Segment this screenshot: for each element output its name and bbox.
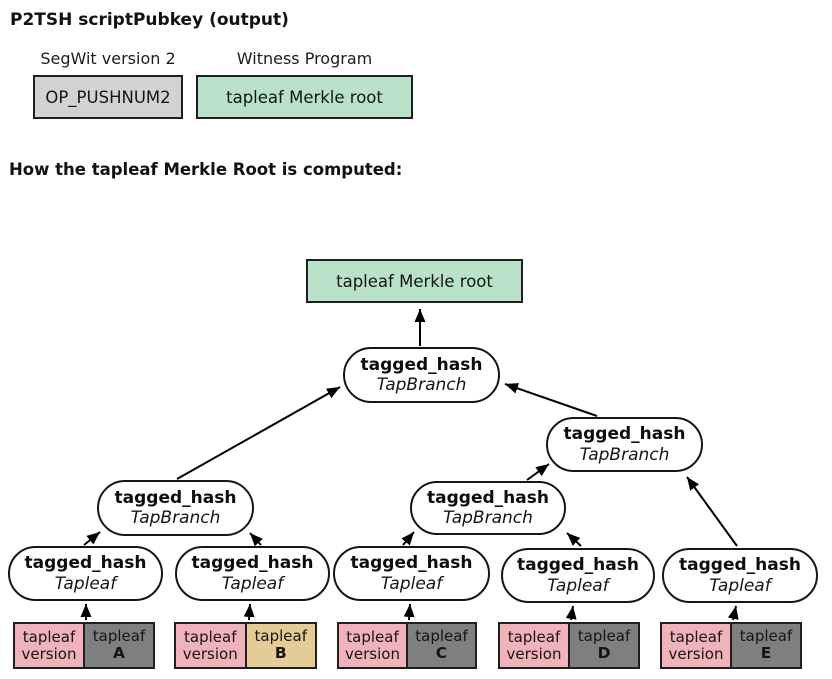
branch-node-function: tagged_hash: [114, 487, 237, 508]
tapleaf-script-cell: tapleaf A: [83, 624, 153, 667]
tapleaf-version-line1: tapleaf: [346, 627, 399, 646]
tapleaf-version-line2: version: [182, 644, 238, 663]
arrow-leafB-to-branchleft: [249, 532, 263, 547]
tapleaf-version-cell: tapleaf version: [176, 624, 245, 667]
arrow-leafA-to-branchleft: [83, 531, 101, 546]
page-title: P2TSH scriptPubkey (output): [10, 10, 289, 30]
branch-node-tag: TapBranch: [376, 375, 467, 395]
tapleaf-script-line1: tapleaf: [739, 627, 793, 646]
leaf-node-tag: Tapleaf: [54, 573, 117, 594]
tapleaf-version-line1: tapleaf: [22, 627, 76, 646]
tapleaf-version-line2: version: [345, 644, 400, 663]
leaf-node-function: tagged_hash: [24, 553, 147, 574]
leaf-node-function: tagged_hash: [517, 555, 639, 576]
arrow-leafC-to-branchmid: [401, 531, 415, 546]
tapleaf-version-line2: version: [21, 644, 77, 663]
leaf-node-tag: Tapleaf: [547, 575, 609, 596]
tapleaf-version-line2: version: [506, 644, 562, 663]
leaf-node-function: tagged_hash: [191, 553, 314, 574]
tapleaf-version-cell: tapleaf version: [662, 624, 730, 667]
arrow-inputD-to-leafD: [565, 605, 577, 621]
tapleaf-version-line1: tapleaf: [669, 627, 723, 646]
tapleaf-script-cell: tapleaf C: [406, 624, 475, 667]
leaf-node-function: tagged_hash: [350, 553, 473, 574]
branch-node-tag: TapBranch: [443, 508, 533, 528]
tapleaf-script-name: B: [274, 644, 287, 663]
branch-node-tag: TapBranch: [130, 508, 221, 528]
leaf-node-a: tagged_hash Tapleaf: [8, 546, 163, 601]
leaf-input-a: tapleaf version tapleaf A: [13, 622, 155, 669]
branch-node-left: tagged_hash TapBranch: [97, 480, 254, 536]
arrow-inputB-to-leafB: [243, 603, 255, 621]
tapleaf-version-line1: tapleaf: [507, 627, 561, 646]
branch-node-function: tagged_hash: [427, 487, 549, 508]
leaf-node-tag: Tapleaf: [221, 573, 284, 594]
tapleaf-version-cell: tapleaf version: [15, 624, 83, 667]
tapleaf-script-name: D: [597, 644, 611, 663]
tapleaf-version-cell: tapleaf version: [500, 624, 568, 667]
tapleaf-script-line1: tapleaf: [577, 627, 631, 646]
witness-program-box: tapleaf Merkle root: [196, 75, 413, 119]
arrow-inputE-to-leafE: [727, 605, 739, 621]
branch-node-right: tagged_hash TapBranch: [546, 417, 703, 472]
tapleaf-script-name: E: [760, 644, 772, 663]
arrow-branchright-to-root: [504, 383, 598, 417]
leaf-node-c: tagged_hash Tapleaf: [333, 546, 490, 601]
tapleaf-script-line1: tapleaf: [92, 627, 146, 646]
branch-node-function: tagged_hash: [563, 424, 686, 445]
merkle-root-output-box: tapleaf Merkle root: [306, 259, 523, 303]
tapleaf-script-name: A: [113, 644, 125, 663]
tapleaf-version-line2: version: [668, 644, 724, 663]
arrow-leafE-to-branchright: [686, 476, 738, 547]
segwit-version-box: OP_PUSHNUM2: [33, 75, 183, 119]
arrow-branchleft-to-root: [176, 386, 341, 480]
branch-node-mid: tagged_hash TapBranch: [410, 481, 566, 535]
tapleaf-version-line1: tapleaf: [184, 627, 237, 646]
leaf-input-c: tapleaf version tapleaf C: [337, 622, 477, 669]
tapleaf-script-cell: tapleaf B: [244, 624, 315, 667]
leaf-node-function: tagged_hash: [679, 555, 801, 576]
leaf-node-e: tagged_hash Tapleaf: [662, 548, 818, 603]
leaf-node-tag: Tapleaf: [709, 575, 771, 596]
arrow-branchmid-to-branchright: [526, 463, 550, 481]
tapleaf-script-line1: tapleaf: [415, 627, 468, 646]
branch-node-tag: TapBranch: [579, 444, 670, 465]
tapleaf-script-cell: tapleaf E: [730, 624, 800, 667]
leaf-input-b: tapleaf version tapleaf B: [174, 622, 317, 669]
segwit-version-label: SegWit version 2: [40, 49, 176, 68]
leaf-input-d: tapleaf version tapleaf D: [498, 622, 640, 669]
leaf-input-e: tapleaf version tapleaf E: [660, 622, 802, 669]
witness-program-label: Witness Program: [236, 49, 373, 68]
section-title: How the tapleaf Merkle Root is computed:: [9, 160, 403, 179]
branch-node-function: tagged_hash: [360, 354, 483, 375]
tapleaf-script-line1: tapleaf: [254, 627, 307, 646]
leaf-node-d: tagged_hash Tapleaf: [501, 548, 655, 603]
tapleaf-script-cell: tapleaf D: [568, 624, 638, 667]
branch-node-root: tagged_hash TapBranch: [343, 347, 500, 403]
tapleaf-version-cell: tapleaf version: [339, 624, 406, 667]
leaf-node-tag: Tapleaf: [380, 573, 443, 594]
tapleaf-script-name: C: [435, 644, 448, 663]
arrow-inputC-to-leafC: [403, 603, 415, 621]
leaf-node-b: tagged_hash Tapleaf: [175, 546, 330, 601]
arrow-leafD-to-branchmid: [566, 532, 582, 547]
